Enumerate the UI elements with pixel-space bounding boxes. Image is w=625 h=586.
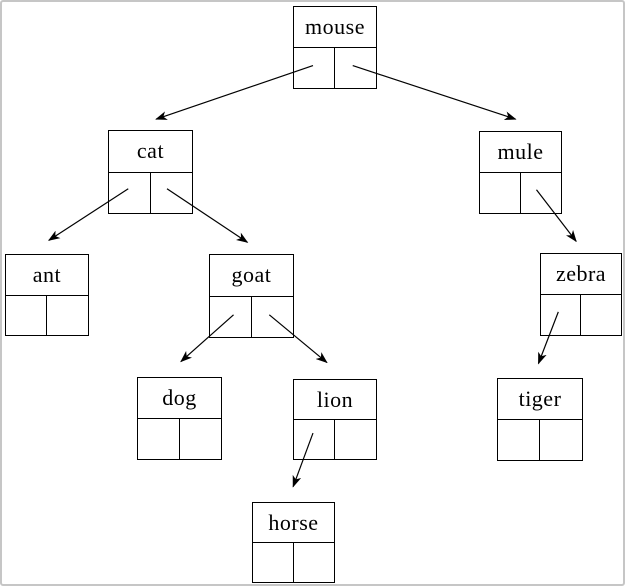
left-pointer-cell-mule bbox=[480, 173, 521, 213]
node-label-goat: goat bbox=[210, 255, 293, 297]
right-pointer-cell-goat bbox=[252, 297, 294, 337]
node-label-lion: lion bbox=[294, 380, 376, 421]
pointer-cells-goat bbox=[210, 296, 294, 337]
right-pointer-cell-lion bbox=[335, 420, 376, 459]
pointer-cells-dog bbox=[138, 419, 221, 459]
pointer-cells-mule bbox=[480, 173, 561, 213]
tree-node-dog: dog bbox=[137, 377, 222, 460]
tree-node-goat: goat bbox=[209, 254, 294, 338]
left-pointer-cell-zebra bbox=[541, 295, 581, 335]
tree-node-mule: mule bbox=[479, 131, 562, 214]
tree-node-tiger: tiger bbox=[497, 378, 583, 461]
tree-node-horse: horse bbox=[252, 502, 335, 583]
node-label-ant: ant bbox=[6, 255, 88, 296]
left-pointer-cell-dog bbox=[138, 419, 180, 459]
right-pointer-cell-ant bbox=[47, 296, 88, 335]
left-pointer-cell-cat bbox=[109, 172, 151, 213]
edge-mouse-right-to-mule bbox=[352, 64, 517, 121]
left-pointer-cell-lion bbox=[294, 420, 335, 459]
right-pointer-cell-tiger bbox=[540, 420, 582, 460]
tree-node-cat: cat bbox=[108, 130, 193, 214]
tree-node-lion: lion bbox=[293, 379, 377, 460]
pointer-cells-ant bbox=[6, 295, 88, 335]
right-pointer-cell-mouse bbox=[335, 48, 376, 88]
right-pointer-cell-cat bbox=[151, 173, 193, 213]
tree-node-mouse: mouse bbox=[293, 6, 377, 89]
right-pointer-cell-zebra bbox=[581, 295, 621, 335]
node-label-horse: horse bbox=[253, 503, 334, 544]
pointer-cells-mouse bbox=[294, 48, 376, 88]
left-pointer-cell-ant bbox=[6, 295, 47, 335]
tree-node-zebra: zebra bbox=[540, 253, 622, 336]
left-pointer-cell-tiger bbox=[498, 420, 540, 460]
right-pointer-cell-dog bbox=[180, 419, 222, 459]
left-pointer-cell-mouse bbox=[294, 48, 335, 88]
left-pointer-cell-horse bbox=[253, 543, 294, 582]
right-pointer-cell-mule bbox=[521, 173, 562, 213]
pointer-cells-tiger bbox=[498, 420, 582, 460]
node-label-mouse: mouse bbox=[294, 7, 376, 49]
left-pointer-cell-goat bbox=[210, 296, 252, 337]
pointer-cells-horse bbox=[253, 543, 334, 582]
node-label-mule: mule bbox=[480, 132, 561, 174]
node-label-dog: dog bbox=[138, 378, 221, 420]
node-label-cat: cat bbox=[109, 131, 192, 173]
right-pointer-cell-horse bbox=[294, 543, 335, 582]
node-label-tiger: tiger bbox=[498, 379, 582, 421]
pointer-cells-zebra bbox=[541, 295, 621, 335]
node-label-zebra: zebra bbox=[541, 254, 621, 296]
tree-node-ant: ant bbox=[5, 254, 89, 336]
edge-mouse-left-to-cat bbox=[155, 64, 314, 120]
pointer-cells-lion bbox=[294, 420, 376, 459]
pointer-cells-cat bbox=[109, 172, 193, 213]
